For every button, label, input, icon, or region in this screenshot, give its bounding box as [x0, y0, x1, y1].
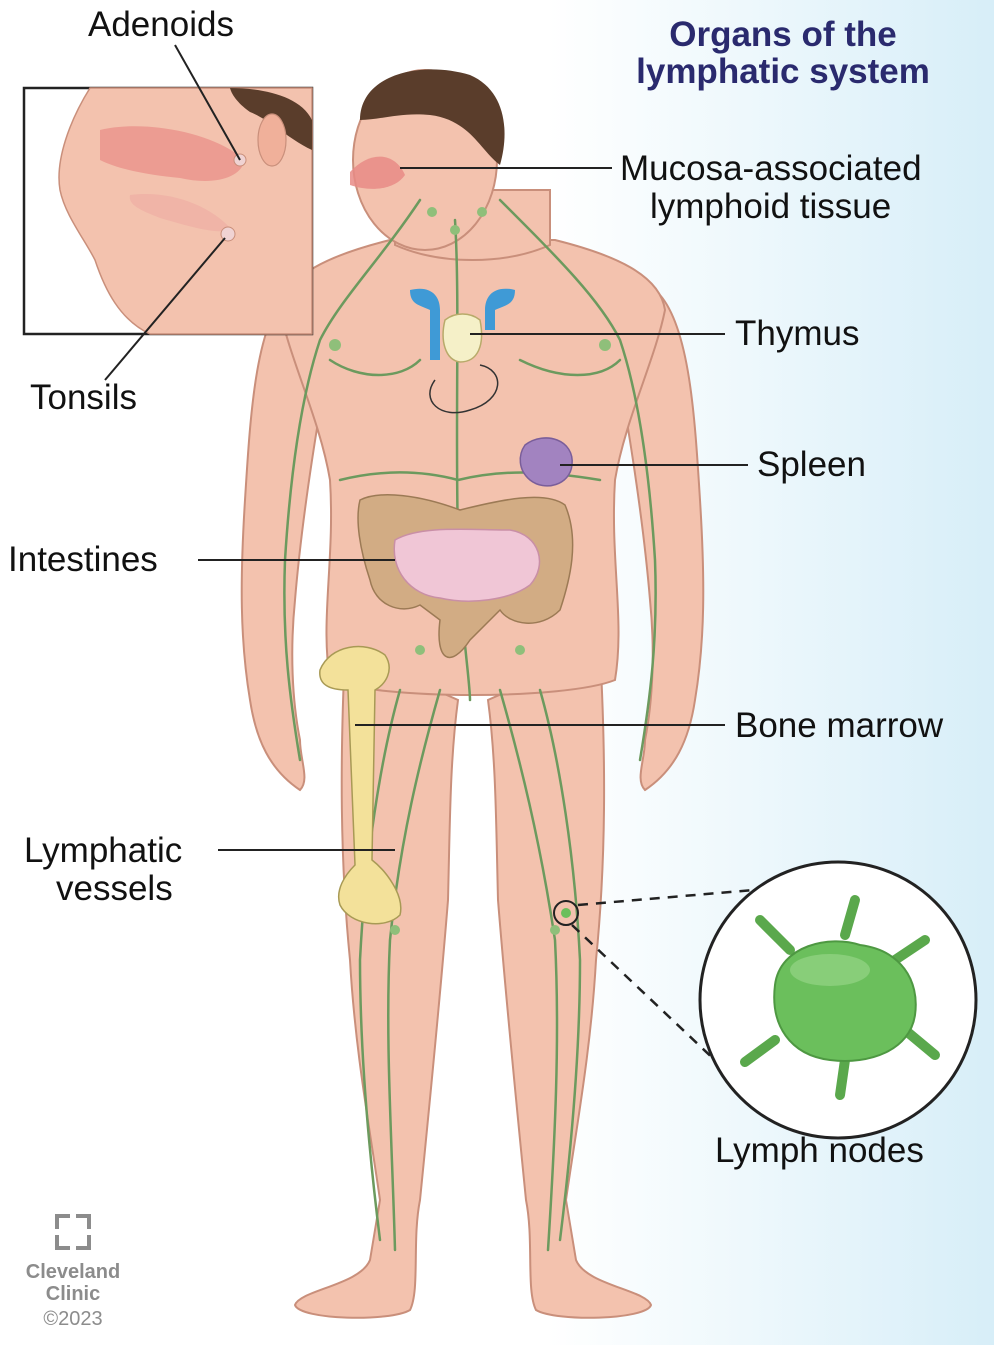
label-spleen: Spleen	[757, 446, 866, 484]
label-intestines: Intestines	[8, 541, 158, 579]
small-intestine	[394, 529, 539, 601]
title-line-1: Organs of the	[628, 16, 938, 53]
copyright-text: ©2023	[8, 1307, 138, 1331]
label-adenoids: Adenoids	[88, 6, 234, 44]
label-malt-line-2: lymphoid tissue	[650, 188, 891, 226]
diagram-title: Organs of the lymphatic system	[628, 16, 938, 90]
spleen	[520, 438, 572, 486]
brand-name-line-2: Clinic	[8, 1283, 138, 1305]
label-lymph-nodes: Lymph nodes	[715, 1132, 924, 1170]
face-inset	[24, 88, 312, 334]
cleveland-clinic-logo-icon	[53, 1212, 93, 1252]
label-lymphatic-vessels-line-1: Lymphatic	[24, 832, 182, 870]
label-malt-line-1: Mucosa-associated	[620, 150, 922, 188]
brand-name-line-1: Cleveland	[8, 1261, 138, 1283]
label-lymphatic-vessels-line-2: vessels	[56, 870, 173, 908]
brand-block: Cleveland Clinic ©2023	[8, 1212, 138, 1331]
title-line-2: lymphatic system	[628, 53, 938, 90]
thymus	[443, 314, 481, 362]
label-tonsils: Tonsils	[30, 379, 137, 417]
lymph-node-magnified	[554, 862, 976, 1138]
label-bone-marrow: Bone marrow	[735, 707, 943, 745]
label-thymus: Thymus	[735, 315, 859, 353]
